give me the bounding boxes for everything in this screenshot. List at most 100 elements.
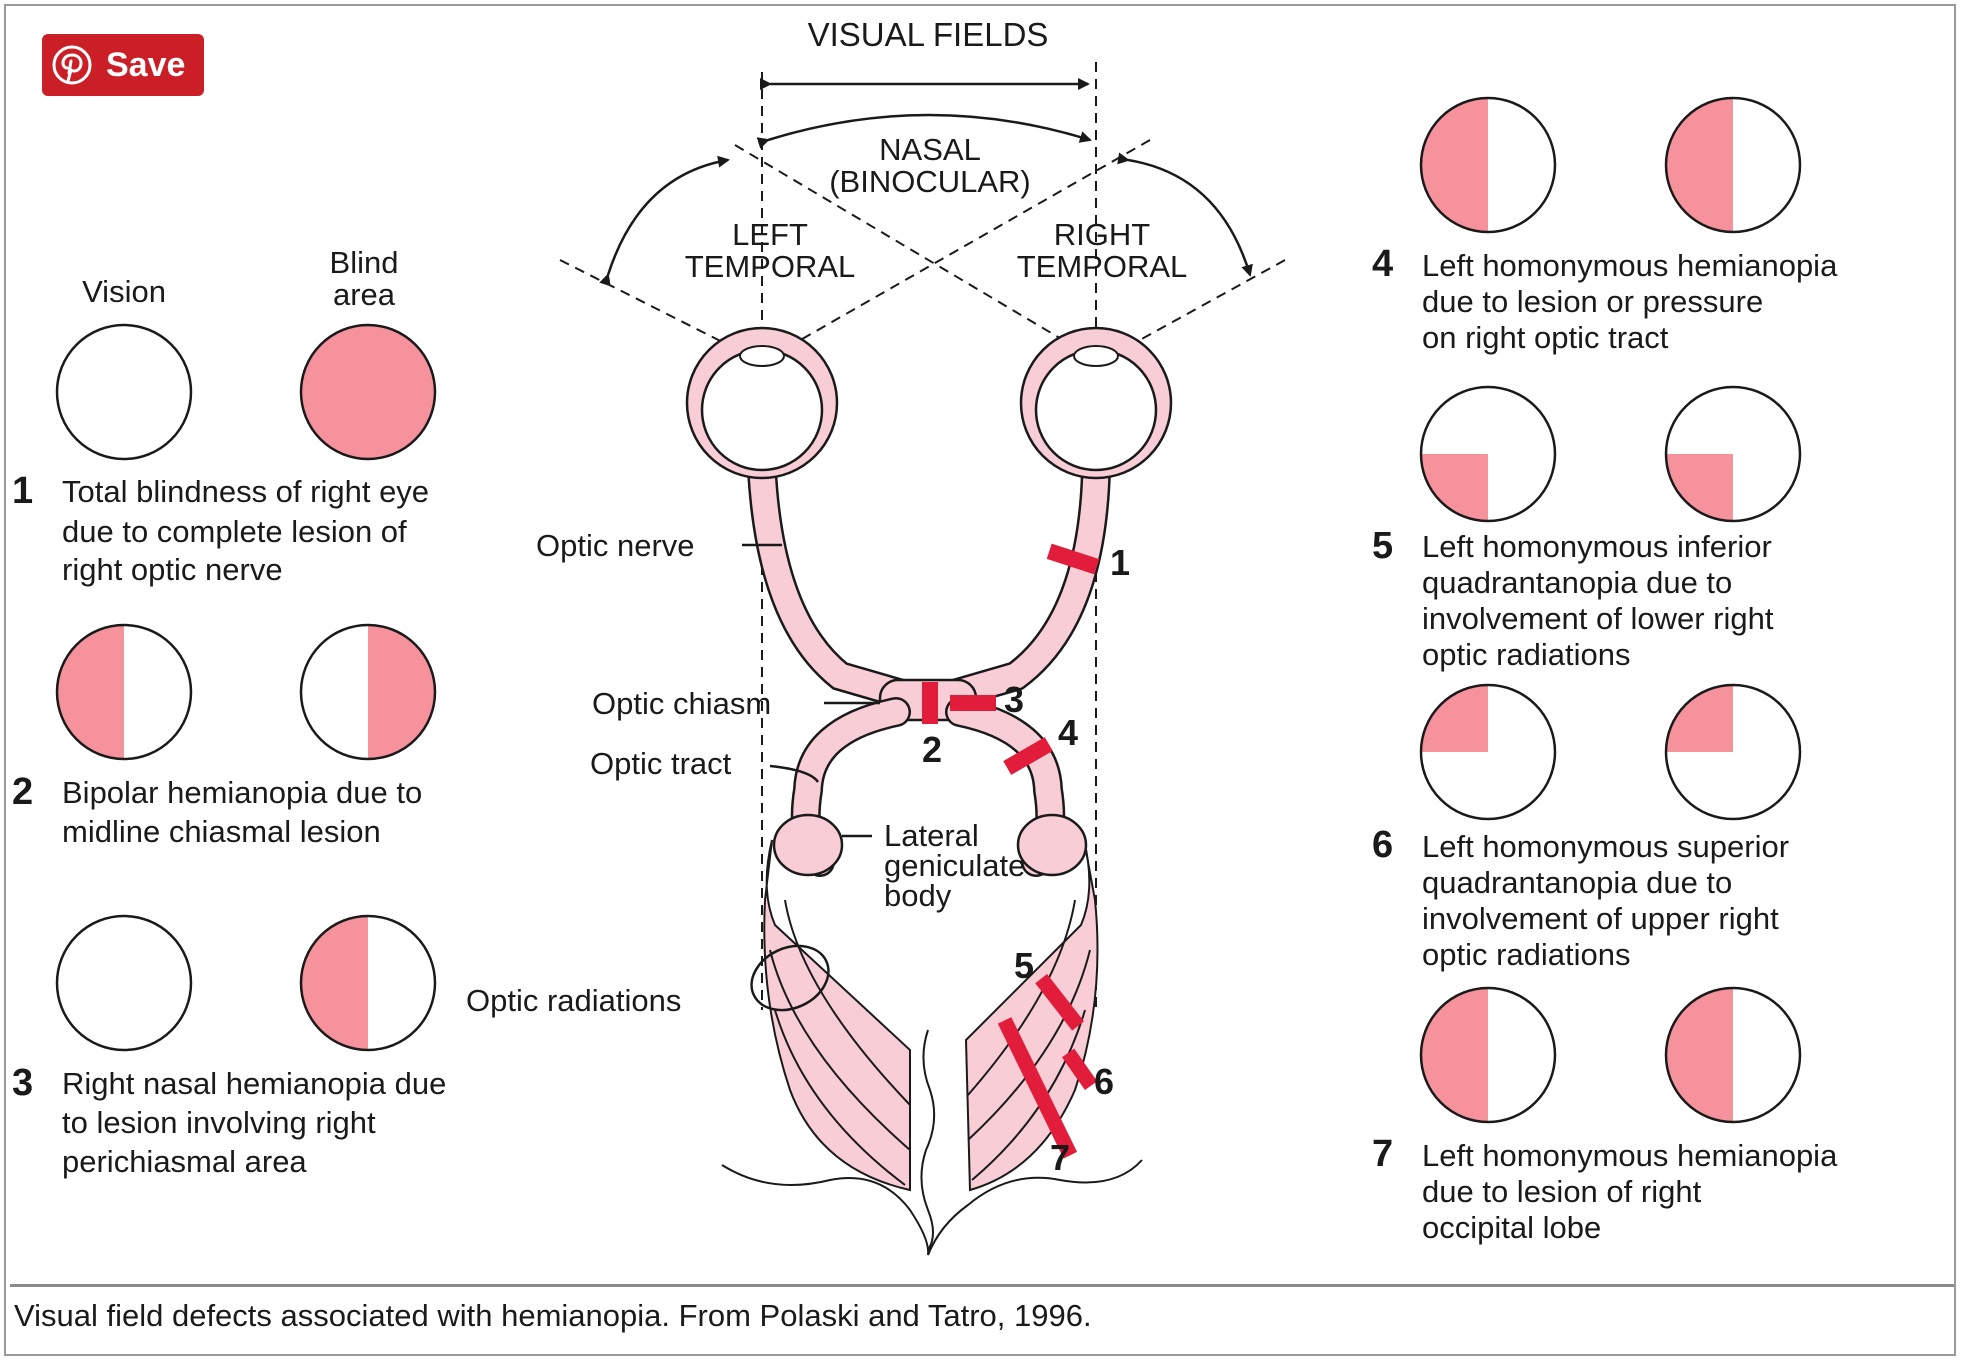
anatomy-leaders <box>742 543 880 1012</box>
hemianopia-diagram: VISUAL FIELDS NASAL (BINOCULAR) LEFT TEM… <box>12 16 1838 1256</box>
case-6-line-2: quadrantanopia due to <box>1422 865 1732 900</box>
case-1-line-3: right optic nerve <box>62 552 283 587</box>
case-7-right-eye-field-blind-area <box>1666 988 1733 1122</box>
lesion-marker-7: 7 <box>1050 1137 1070 1178</box>
case-2-line-1: Bipolar hemianopia due to <box>62 775 422 810</box>
occipital-contour <box>721 1159 1143 1256</box>
left-temporal-arc-arrow <box>599 155 730 287</box>
case-5-line-1: Left homonymous inferior <box>1422 529 1772 564</box>
left-eyeball <box>685 326 839 480</box>
case-3-line-2: to lesion involving right <box>62 1105 376 1140</box>
lesion-marker-1: 1 <box>1110 542 1130 583</box>
label-lateral-3: body <box>884 878 952 913</box>
case-5-right-eye-field <box>1664 385 1802 523</box>
case-1-line-2: due to complete lesion of <box>62 514 407 549</box>
case-2-right-eye-field-blind-area <box>368 625 435 759</box>
case-6-left-eye-field <box>1419 683 1557 821</box>
left-temporal-label-2: TEMPORAL <box>685 249 856 284</box>
case-4-line-3: on right optic tract <box>1422 320 1669 355</box>
right-temporal-label-2: TEMPORAL <box>1017 249 1188 284</box>
case-5-left-eye-field-blind-area <box>1421 454 1488 521</box>
case-4-line-1: Left homonymous hemianopia <box>1422 248 1838 283</box>
case-3-right-eye-field <box>299 914 437 1052</box>
case-7-right-eye-field <box>1664 986 1802 1124</box>
case-5-line-4: optic radiations <box>1422 637 1631 672</box>
case-5-line-3: involvement of lower right <box>1422 601 1774 636</box>
case-3-description: 3 Right nasal hemianopia due to lesion i… <box>12 1062 446 1179</box>
lesion-bars <box>922 543 1100 1159</box>
case-5-right-eye-field-blind-area <box>1666 454 1733 521</box>
case-7-line-3: occipital lobe <box>1422 1210 1601 1245</box>
case-1-number: 1 <box>12 470 33 512</box>
case-6-right-eye-field-blind-area <box>1666 685 1733 752</box>
field-circles <box>55 96 1802 1124</box>
case-2-number: 2 <box>12 771 33 813</box>
lesion-marker-4: 4 <box>1058 712 1078 753</box>
case-1-vision-field <box>55 323 193 461</box>
visual-fields-title: VISUAL FIELDS <box>808 16 1049 53</box>
column-header-blind-1: Blind <box>330 245 399 280</box>
radiation-fan-right <box>964 839 1099 1192</box>
case-2-left-eye-field <box>55 623 193 761</box>
label-optic-tract: Optic tract <box>590 746 732 781</box>
right-temporal-label-1: RIGHT <box>1054 217 1151 252</box>
case-1-blind-field <box>299 323 437 461</box>
right-eyeball <box>1019 326 1173 480</box>
label-optic-chiasm: Optic chiasm <box>592 686 771 721</box>
case-4-number: 4 <box>1372 243 1393 285</box>
case-5-description: 5 Left homonymous inferior quadrantanopi… <box>1372 525 1774 672</box>
midline-fissure <box>920 1029 936 1251</box>
nasal-arc-arrow <box>756 113 1092 149</box>
case-6-line-4: optic radiations <box>1422 937 1631 972</box>
column-header-blind-2: area <box>333 277 396 312</box>
pinterest-icon <box>52 45 92 85</box>
case-3-right-eye-field-blind-area <box>301 916 368 1050</box>
lateral-geniculate-bodies <box>772 813 1088 877</box>
case-6-right-eye-field <box>1664 683 1802 821</box>
lesion-marker-2: 2 <box>922 729 942 770</box>
case-3-left-eye-field <box>55 914 193 1052</box>
case-6-left-eye-field-blind-area <box>1421 685 1488 752</box>
case-4-left-eye-field <box>1419 96 1557 234</box>
label-lateral-1: Lateral <box>884 818 979 853</box>
case-1-description: 1 Total blindness of right eye due to co… <box>12 470 429 587</box>
left-temporal-label-1: LEFT <box>732 217 808 252</box>
nasal-label: NASAL <box>879 132 981 167</box>
case-2-line-2: midline chiasmal lesion <box>62 814 381 849</box>
lesion-marker-6: 6 <box>1094 1061 1114 1102</box>
binocular-label: (BINOCULAR) <box>829 164 1031 199</box>
case-1-line-1: Total blindness of right eye <box>62 474 429 509</box>
case-4-line-2: due to lesion or pressure <box>1422 284 1763 319</box>
case-6-line-1: Left homonymous superior <box>1422 829 1789 864</box>
case-7-description: 7 Left homonymous hemianopia due to lesi… <box>1372 1133 1838 1245</box>
case-7-number: 7 <box>1372 1133 1393 1175</box>
case-5-line-2: quadrantanopia due to <box>1422 565 1732 600</box>
case-2-right-eye-field <box>299 623 437 761</box>
case-6-number: 6 <box>1372 824 1393 866</box>
lesion-markers: 1 2 3 4 5 6 7 <box>922 542 1130 1178</box>
column-header-vision: Vision <box>82 274 166 309</box>
pinterest-save-button[interactable]: Save <box>42 34 204 96</box>
figure-caption: Visual field defects associated with hem… <box>14 1298 1092 1333</box>
case-7-left-eye-field <box>1419 986 1557 1124</box>
case-3-number: 3 <box>12 1062 33 1104</box>
case-4-right-eye-field <box>1664 96 1802 234</box>
optic-nerves-chiasm-tracts <box>747 455 1111 877</box>
case-4-left-eye-field-blind-area <box>1421 98 1488 232</box>
lesion-marker-3: 3 <box>1004 679 1024 720</box>
figure-frame <box>4 4 1956 1356</box>
case-3-line-3: perichiasmal area <box>62 1144 307 1179</box>
label-lateral-2: geniculate <box>884 848 1025 883</box>
case-6-line-3: involvement of upper right <box>1422 901 1779 936</box>
label-optic-nerve: Optic nerve <box>536 528 695 563</box>
label-optic-radiations: Optic radiations <box>466 983 681 1018</box>
case-7-line-2: due to lesion of right <box>1422 1174 1702 1209</box>
case-2-left-eye-field-blind-area <box>57 625 124 759</box>
case-4-description: 4 Left homonymous hemianopia due to lesi… <box>1372 243 1838 355</box>
case-7-left-eye-field-blind-area <box>1421 988 1488 1122</box>
lesion-marker-5: 5 <box>1014 945 1034 986</box>
case-7-line-1: Left homonymous hemianopia <box>1422 1138 1838 1173</box>
caption-divider <box>10 1284 1954 1287</box>
case-2-description: 2 Bipolar hemianopia due to midline chia… <box>12 771 422 849</box>
radiation-fan-left <box>763 839 911 1192</box>
